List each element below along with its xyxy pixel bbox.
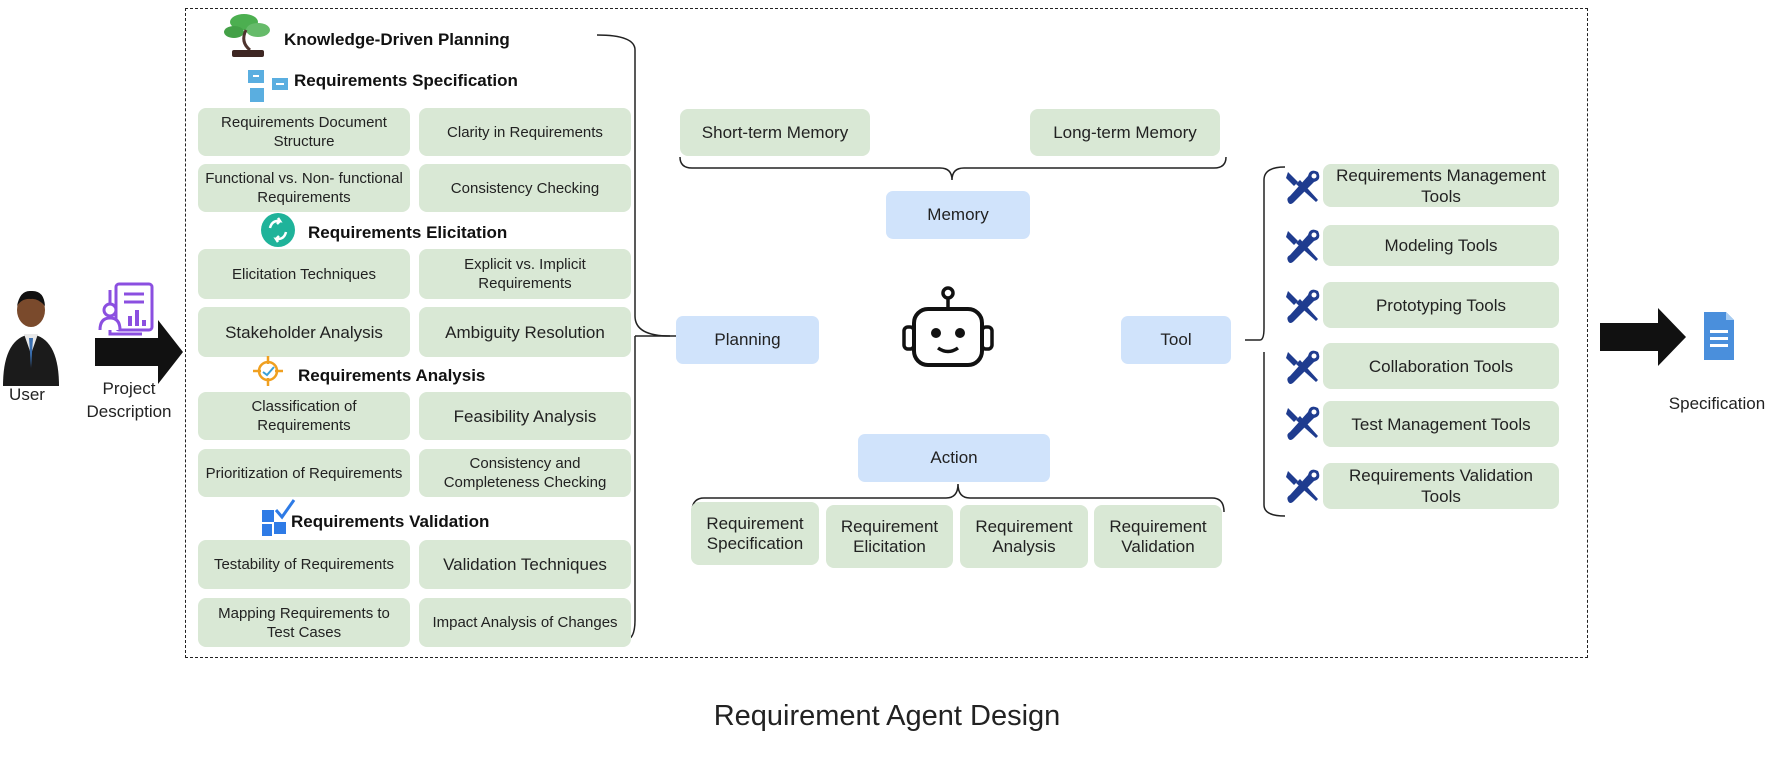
project-description-label: Project Description (86, 379, 172, 421)
section-title-elicitation: Requirements Elicitation (308, 223, 508, 242)
memory-node: Memory (886, 191, 1030, 239)
tool-test-management: Test Management Tools (1323, 401, 1559, 447)
bonsai-tree-icon (224, 14, 270, 57)
long-term-memory: Long-term Memory (1030, 109, 1220, 156)
section-title-validation: Requirements Validation (291, 512, 490, 531)
diagram-caption: Requirement Agent Design (713, 700, 1061, 732)
tool-prototyping: Prototyping Tools (1323, 282, 1559, 328)
tool-node: Tool (1121, 316, 1231, 364)
item-requirements-document-structure: Requirements Document Structure (198, 108, 410, 156)
section-title-specification: Requirements Specification (294, 71, 518, 90)
item-ambiguity-resolution: Ambiguity Resolution (419, 307, 631, 357)
user-icon (3, 290, 59, 386)
output-arrow (1600, 308, 1686, 366)
short-term-memory: Short-term Memory (680, 109, 870, 156)
elicitation-cycle-icon (261, 213, 295, 247)
item-prioritization: Prioritization of Requirements (198, 449, 410, 497)
action-node: Action (858, 434, 1050, 482)
specification-label: Specification (1668, 394, 1766, 413)
wrench-screwdriver-icon (1286, 469, 1320, 503)
item-impact-analysis: Impact Analysis of Changes (419, 598, 631, 647)
item-explicit-vs-implicit: Explicit vs. Implicit Requirements (419, 249, 631, 299)
tool-collaboration: Collaboration Tools (1323, 343, 1559, 389)
specification-icon (248, 70, 288, 102)
item-validation-techniques: Validation Techniques (419, 540, 631, 589)
validation-puzzle-icon (262, 499, 296, 536)
item-feasibility-analysis: Feasibility Analysis (419, 392, 631, 440)
item-consistency-checking: Consistency Checking (419, 164, 631, 212)
specification-document-icon (1704, 312, 1734, 360)
item-classification: Classification of Requirements (198, 392, 410, 440)
item-consistency-completeness: Consistency and Completeness Checking (419, 449, 631, 497)
project-document-icon (98, 282, 154, 336)
user-label: User (9, 385, 45, 404)
wrench-screwdriver-icon (1286, 406, 1320, 440)
action-requirement-elicitation: Requirement Elicitation (826, 505, 953, 568)
tool-requirements-validation: Requirements Validation Tools (1323, 463, 1559, 509)
section-title-analysis: Requirements Analysis (298, 366, 486, 385)
wrench-screwdriver-icon (1286, 170, 1320, 204)
item-mapping-test-cases: Mapping Requirements to Test Cases (198, 598, 410, 647)
item-stakeholder-analysis: Stakeholder Analysis (198, 307, 410, 357)
tool-modeling: Modeling Tools (1323, 225, 1559, 266)
item-functional-vs-nonfunctional: Functional vs. Non- functional Requireme… (198, 164, 410, 212)
action-requirement-specification: Requirement Specification (691, 502, 819, 565)
agent-frame (185, 8, 1588, 658)
planning-node: Planning (676, 316, 819, 364)
tool-requirements-management: Requirements Management Tools (1323, 164, 1559, 207)
action-requirement-validation: Requirement Validation (1094, 505, 1222, 568)
action-brace (691, 483, 1225, 513)
wrench-screwdriver-icon (1286, 289, 1320, 323)
action-requirement-analysis: Requirement Analysis (960, 505, 1088, 568)
item-testability: Testability of Requirements (198, 540, 410, 589)
item-clarity-in-requirements: Clarity in Requirements (419, 108, 631, 156)
analysis-target-icon (253, 356, 283, 386)
input-arrow (95, 320, 183, 384)
memory-brace (679, 156, 1227, 181)
robot-icon (902, 286, 994, 367)
item-elicitation-techniques: Elicitation Techniques (198, 249, 410, 299)
tools-brace (1245, 166, 1286, 517)
knowledge-planning-title: Knowledge-Driven Planning (284, 30, 510, 49)
wrench-screwdriver-icon (1286, 350, 1320, 384)
wrench-screwdriver-icon (1286, 229, 1320, 263)
